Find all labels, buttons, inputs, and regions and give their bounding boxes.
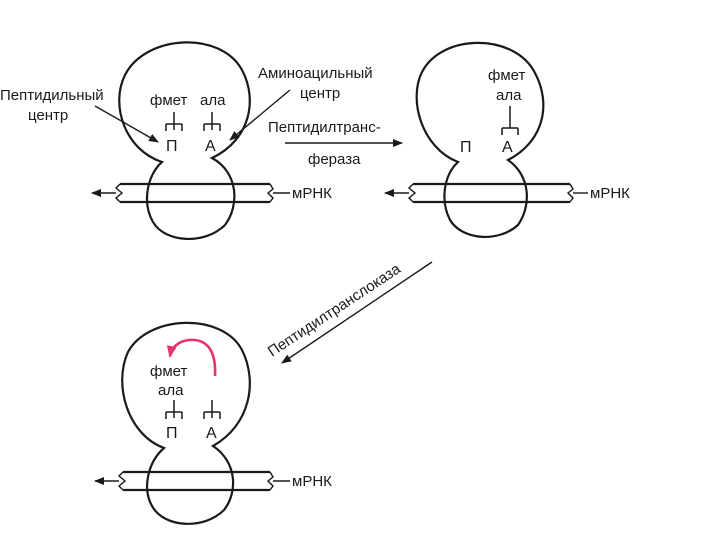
mrna-label-3: мРНК — [292, 473, 332, 490]
residue-top-label-3: фмет — [150, 363, 187, 380]
aminoacyl-center-label-line1: Аминоацильный — [258, 65, 373, 82]
site-p-3: П — [166, 425, 178, 442]
mrna-2-left-end — [409, 184, 415, 202]
peptidyltransferase-label-line2: фераза — [308, 151, 361, 168]
residue-a-label-1: ала — [200, 92, 226, 109]
peptidyl-center-pointer — [95, 106, 158, 142]
peptidyltransferase-label-line1: Пептидилтранс- — [268, 119, 381, 136]
residue-top-label-2: фмет — [488, 67, 525, 84]
residue-bottom-label-3: ала — [158, 382, 184, 399]
mrna-3-right-end — [268, 472, 273, 490]
peptidyl-center-label-line1: Пептидильный — [0, 87, 104, 104]
trna-p-anchor-3 — [166, 400, 182, 419]
mrna-label-2: мРНК — [590, 185, 630, 202]
mrna-1-right-end — [268, 184, 273, 202]
site-a-2: А — [502, 139, 513, 156]
aminoacyl-center-label-line2: центр — [300, 85, 340, 102]
step-1-transition: Пептидилтранс- фераза — [268, 119, 402, 168]
site-p-1: П — [166, 138, 178, 155]
trna-p-anchor-1 — [166, 112, 182, 131]
mrna-1-left-end — [116, 184, 122, 202]
site-a-1: А — [205, 138, 216, 155]
site-p-2: П — [460, 139, 472, 156]
translocase-arrow — [282, 262, 432, 363]
trna-a-anchor-2 — [502, 106, 518, 135]
mrna-2-right-end — [568, 184, 573, 202]
step-2-transition: Пептидилтранслоказа — [265, 260, 432, 363]
ribosome-1-outline — [119, 42, 250, 239]
ribosome-panel-2: мРНК фмет ала П А — [385, 43, 630, 237]
ribosome-3-outline — [122, 323, 250, 524]
site-a-3: А — [206, 425, 217, 442]
peptidyl-center-label-line2: центр — [28, 107, 68, 124]
residue-bottom-label-2: ала — [496, 87, 522, 104]
translocase-label: Пептидилтранслоказа — [265, 260, 404, 360]
trna-a-anchor-1 — [204, 112, 220, 131]
ribosome-panel-1: мРНК Пептидильный центр Аминоацильный це… — [0, 42, 373, 239]
mrna-label-1: мРНК — [292, 185, 332, 202]
mrna-3-left-end — [119, 472, 125, 490]
trna-a-anchor-3 — [204, 400, 220, 419]
residue-p-label-1: фмет — [150, 92, 187, 109]
